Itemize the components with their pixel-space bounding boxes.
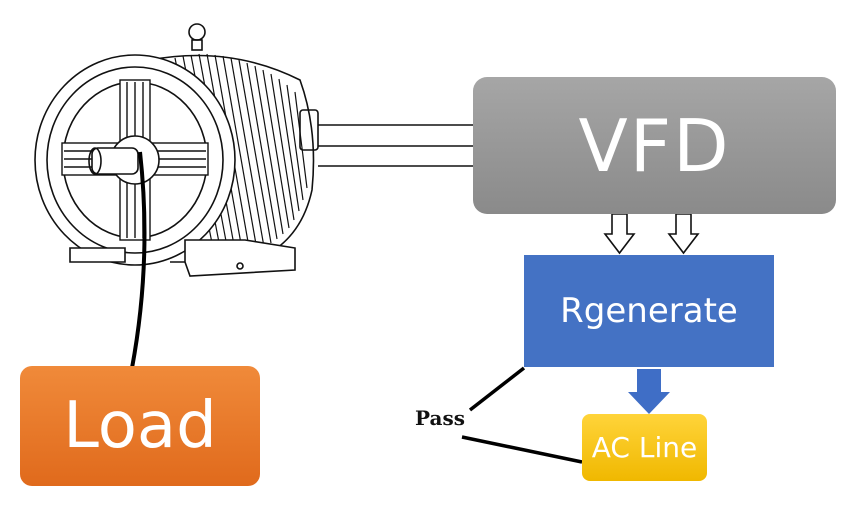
regenerate-box: Rgenerate (524, 255, 774, 367)
motor-terminal-box (299, 109, 319, 151)
pass-line-lower (461, 435, 583, 464)
vfd-box: VFD (473, 77, 836, 214)
motor-vfd-wires (318, 124, 473, 167)
motor-end-shield-inner (46, 66, 224, 254)
motor-eye-stem (191, 39, 203, 51)
motor-lifting-eye (188, 23, 206, 41)
motor-housing (149, 54, 315, 263)
load-cable (130, 151, 147, 369)
flow-arrow-down (628, 369, 670, 414)
hollow-arrow-down-right (667, 213, 700, 255)
ac-line-box: AC Line (582, 414, 707, 481)
motor-illustration (34, 23, 319, 277)
hollow-arrow-down-left (603, 213, 636, 255)
load-box: Load (20, 366, 260, 486)
pass-line-upper (468, 366, 526, 412)
motor-shaft (91, 147, 139, 175)
motor-foot-left (69, 247, 126, 263)
motor-foot-bolt (236, 262, 244, 270)
motor-shaft-end (88, 147, 102, 175)
motor-foot-right (184, 239, 296, 277)
pass-label: Pass (415, 406, 465, 430)
